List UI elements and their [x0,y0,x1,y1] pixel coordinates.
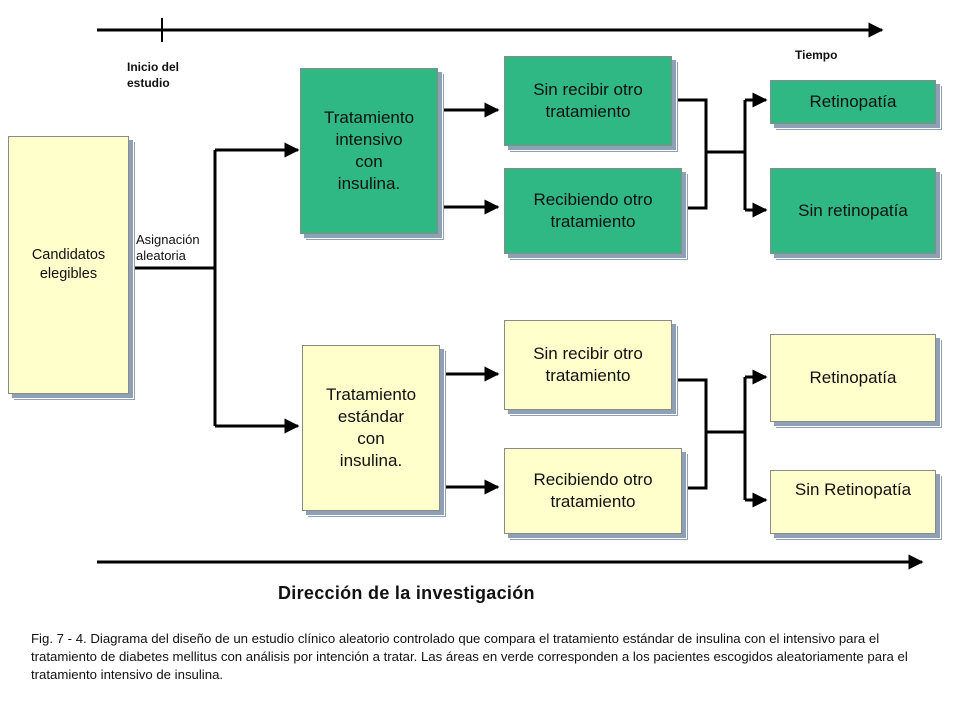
intensive-retinopathy-box: Retinopatía [770,80,936,124]
intensive-treatment-label: Tratamiento intensivo con insulina. [323,107,415,194]
figure-caption: Fig. 7 - 4. Diagrama del diseño de un es… [31,631,908,682]
randomization-connector [130,148,298,428]
standard-merge-connector [672,377,747,500]
standard-treatment-label: Tratamiento estándar con insulina. [325,384,417,471]
standard-no-other-label: Sin recibir otro tratamiento [533,343,643,385]
eligible-candidates-label: Candidatos elegibles [31,247,106,282]
standard-no-other-box: Sin recibir otro tratamiento [504,320,672,410]
intensive-retinopathy-label: Retinopatía [809,91,897,111]
intensive-treatment-box: Tratamiento intensivo con insulina. [300,68,438,234]
intensive-no-other-box: Sin recibir otro tratamiento [504,56,672,146]
intensive-no-retinopathy-label: Sin retinopatía [798,200,908,220]
intensive-merge-connector [672,98,747,210]
time-label: Tiempo [795,48,838,62]
standard-no-retinopathy-box: Sin Retinopatía [770,470,936,534]
investigation-direction-label: Dirección de la investigación [278,583,535,603]
randomization-label: Asignación aleatoria [136,232,200,264]
standard-retinopathy-label: Retinopatía [809,367,897,387]
intensive-branch-arrows [438,102,500,215]
intensive-other-label: Recibiendo otro tratamiento [533,189,653,231]
standard-treatment-box: Tratamiento estándar con insulina. [302,345,440,511]
standard-branch-arrows [438,366,500,495]
standard-other-box: Recibiendo otro tratamiento [504,448,682,534]
intensive-other-box: Recibiendo otro tratamiento [504,168,682,254]
standard-no-retinopathy-label: Sin Retinopatía [794,480,912,499]
eligible-candidates-box: Candidatos elegibles [8,136,129,394]
standard-other-label: Recibiendo otro tratamiento [533,469,653,511]
intensive-no-other-label: Sin recibir otro tratamiento [533,79,643,121]
study-start-label: Inicio del estudio [127,60,180,91]
standard-retinopathy-box: Retinopatía [770,334,936,422]
intensive-no-retinopathy-box: Sin retinopatía [770,168,936,254]
